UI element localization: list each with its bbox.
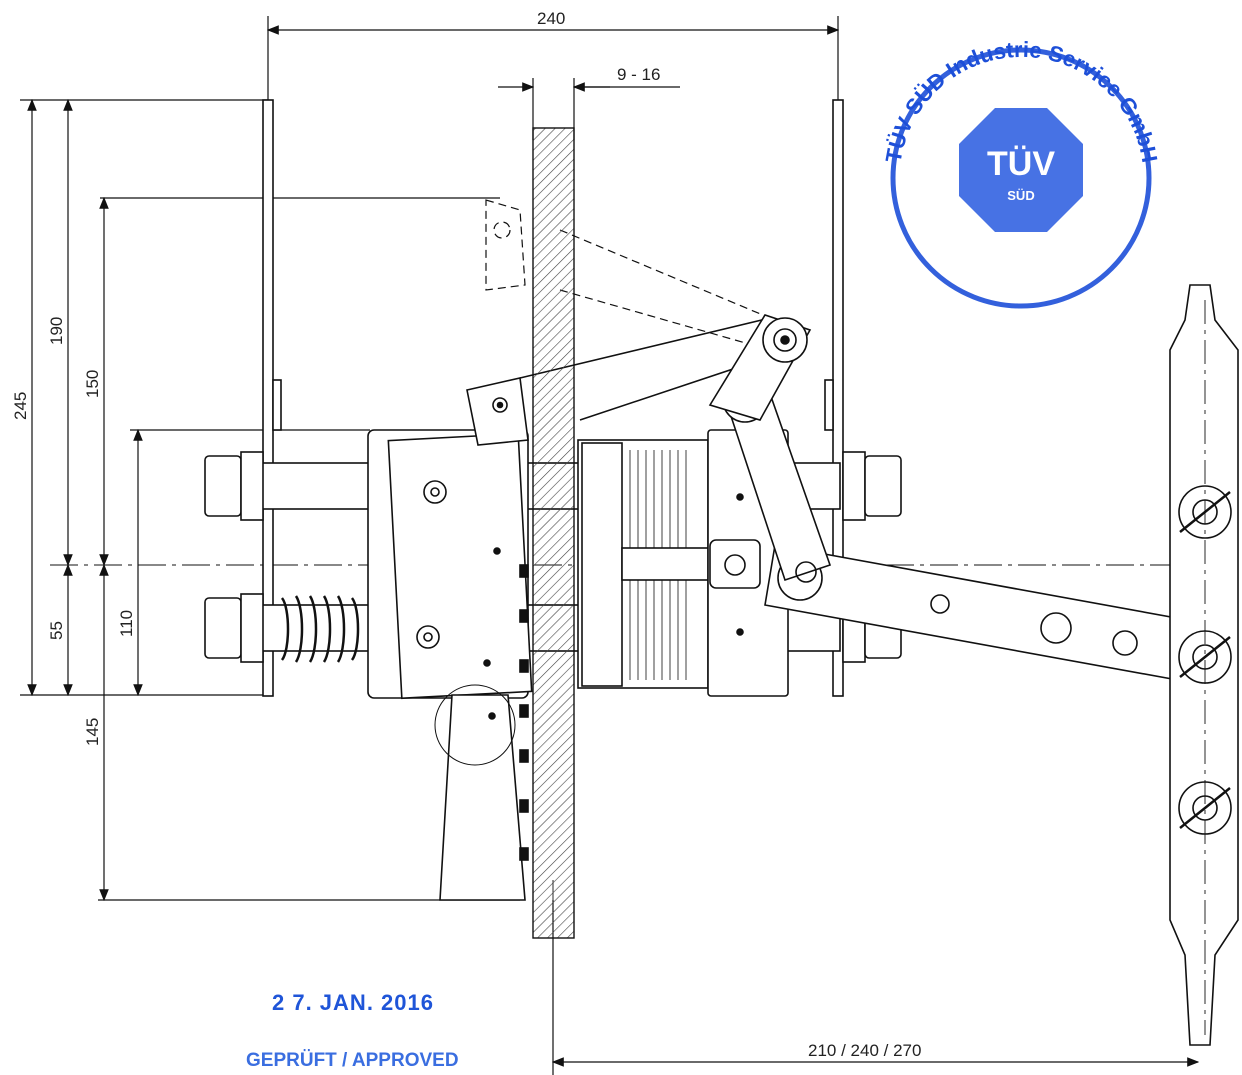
tuv-logo-octagon [959, 108, 1083, 232]
dim-190: 190 [47, 317, 66, 345]
wedge-lever [439, 694, 526, 901]
rail-bolts [519, 564, 529, 861]
dimension-lines [20, 16, 1200, 1075]
stamp-approved: GEPRÜFT / APPROVED [246, 1050, 459, 1071]
stamp-date: 2 7. JAN. 2016 [272, 990, 434, 1015]
dim-9-16: 9 - 16 [617, 65, 660, 84]
dim-240: 240 [537, 9, 565, 28]
spring [280, 595, 360, 663]
dim-210-240-270: 210 / 240 / 270 [808, 1041, 921, 1060]
upper-right-nut [864, 455, 902, 517]
dim-245: 245 [11, 392, 30, 420]
tuv-seal: TÜV SÜD Industrie Service GmbH TÜV SÜD [881, 37, 1162, 309]
guide-rail [532, 127, 575, 939]
dim-150: 150 [83, 370, 102, 398]
lower-left-nut [204, 597, 242, 659]
upper-left-nut [204, 455, 242, 517]
tuv-logo-text: TÜV [987, 145, 1055, 183]
dim-145: 145 [83, 718, 102, 746]
left-brake-shoe [387, 432, 533, 700]
right-brake-fins [629, 450, 687, 680]
dim-55: 55 [47, 621, 66, 640]
tuv-logo-sub: SÜD [1007, 188, 1034, 203]
dim-110: 110 [117, 610, 136, 637]
mechanism [204, 99, 1239, 1046]
